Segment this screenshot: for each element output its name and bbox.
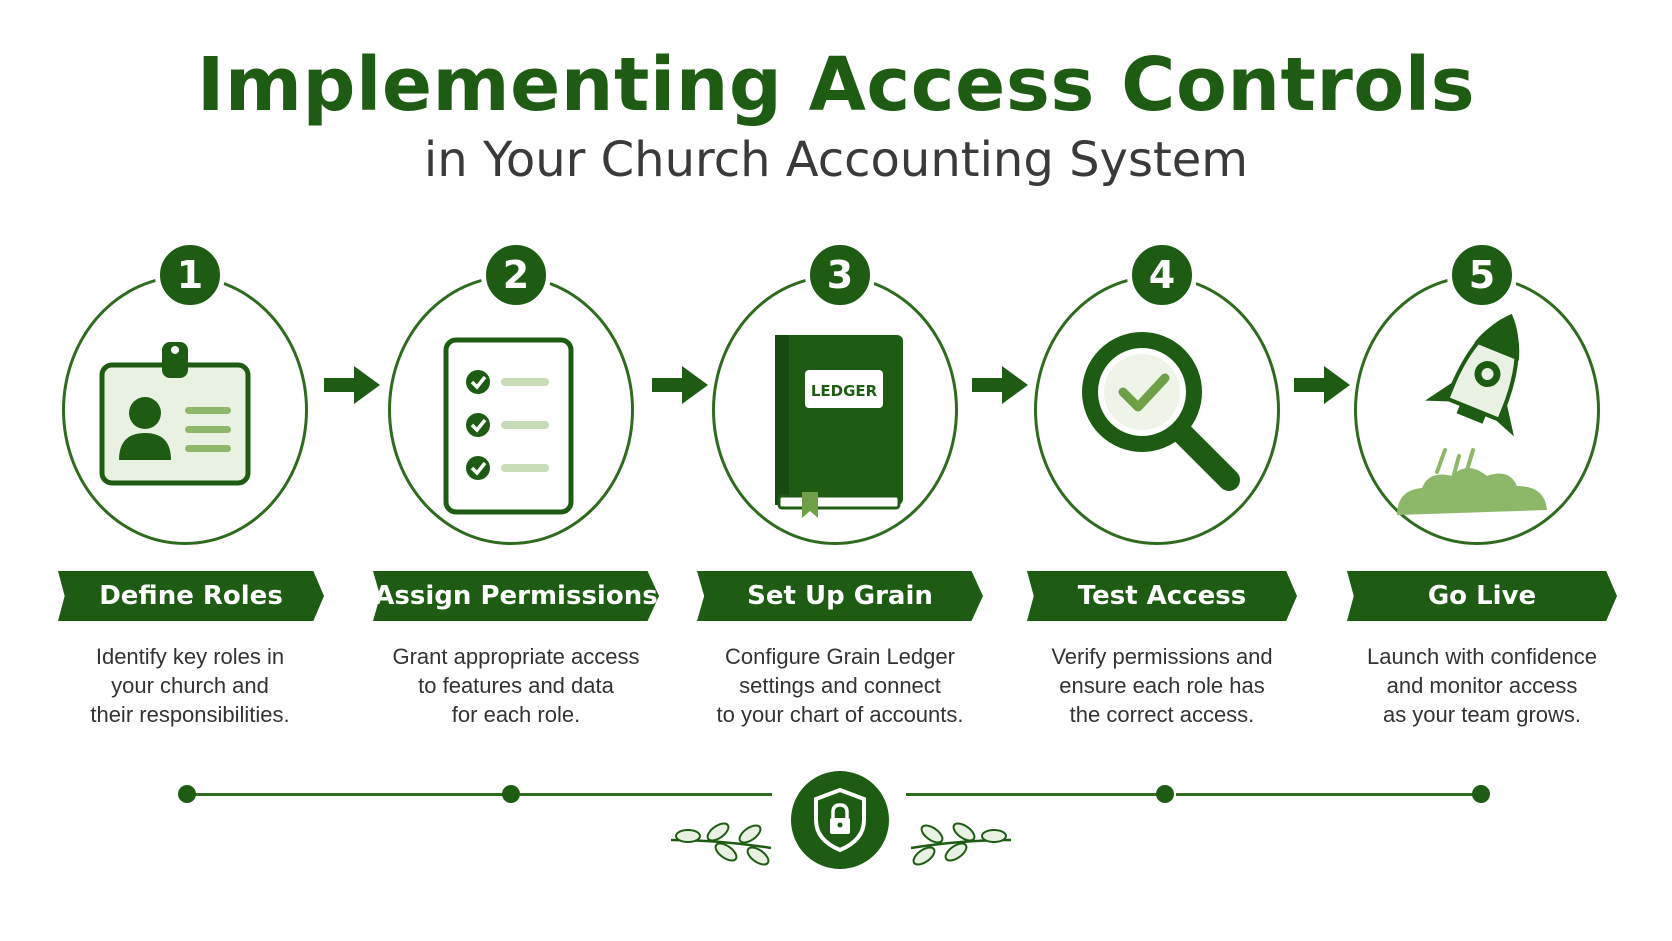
id-badge-icon xyxy=(99,342,251,486)
magnifier-check-icon xyxy=(1082,332,1240,491)
arrow-right-icon xyxy=(972,366,1028,404)
page-subtitle: in Your Church Accounting System xyxy=(423,132,1249,188)
step-number-badge: 2 xyxy=(481,240,551,310)
page-title: Implementing Access Controls xyxy=(196,42,1476,128)
timeline-dot xyxy=(1472,785,1490,803)
timeline-line xyxy=(1176,793,1482,796)
step-2: 2 Assign Permissions Grant appropriate a… xyxy=(366,240,666,740)
shield-lock-icon xyxy=(791,771,889,869)
timeline-dot xyxy=(502,785,520,803)
step-number-badge: 3 xyxy=(805,240,875,310)
step-4: 4 Test Access Verify permissions and ens… xyxy=(1012,240,1312,740)
timeline-dot xyxy=(1156,785,1174,803)
step-description: Verify permissions and ensure each role … xyxy=(1051,644,1273,727)
arrow-right-icon xyxy=(324,366,380,404)
step-title-banner: Test Access xyxy=(1027,571,1297,621)
step-number-badge: 4 xyxy=(1127,240,1197,310)
arrow-right-icon xyxy=(652,366,708,404)
ledger-book-icon: LEDGER xyxy=(775,335,903,518)
step-1: 1 Define Roles Identify key roles in you… xyxy=(40,240,340,740)
step-description: Identify key roles in your church and th… xyxy=(90,644,290,727)
step-number-badge: 1 xyxy=(155,240,225,310)
leaf-branch-icon xyxy=(670,822,772,866)
svg-text:LEDGER: LEDGER xyxy=(811,382,878,400)
timeline-line xyxy=(186,793,506,796)
timeline-line xyxy=(520,793,772,796)
arrow-right-icon xyxy=(1294,366,1350,404)
checklist-icon xyxy=(443,337,574,515)
step-title-banner: Define Roles xyxy=(58,571,324,621)
step-description: Launch with confidence and monitor acces… xyxy=(1367,644,1597,727)
step-number-badge: 5 xyxy=(1447,240,1517,310)
rocket-icon xyxy=(1397,313,1547,515)
timeline-dot xyxy=(178,785,196,803)
step-5: 5 Go Live Launch with confidence and mon… xyxy=(1332,240,1632,740)
timeline-line xyxy=(906,793,1162,796)
leaf-branch-icon xyxy=(910,822,1012,866)
step-title-banner: Set Up Grain Ledger xyxy=(697,571,983,621)
step-description: Configure Grain Ledger settings and conn… xyxy=(716,644,964,727)
step-description: Grant appropriate access to features and… xyxy=(392,644,640,727)
step-title-banner: Go Live xyxy=(1347,571,1617,621)
step-title-banner: Assign Permissions xyxy=(373,571,659,621)
step-3: 3 LEDGER Set Up Grain Ledger Configure G… xyxy=(690,240,990,740)
